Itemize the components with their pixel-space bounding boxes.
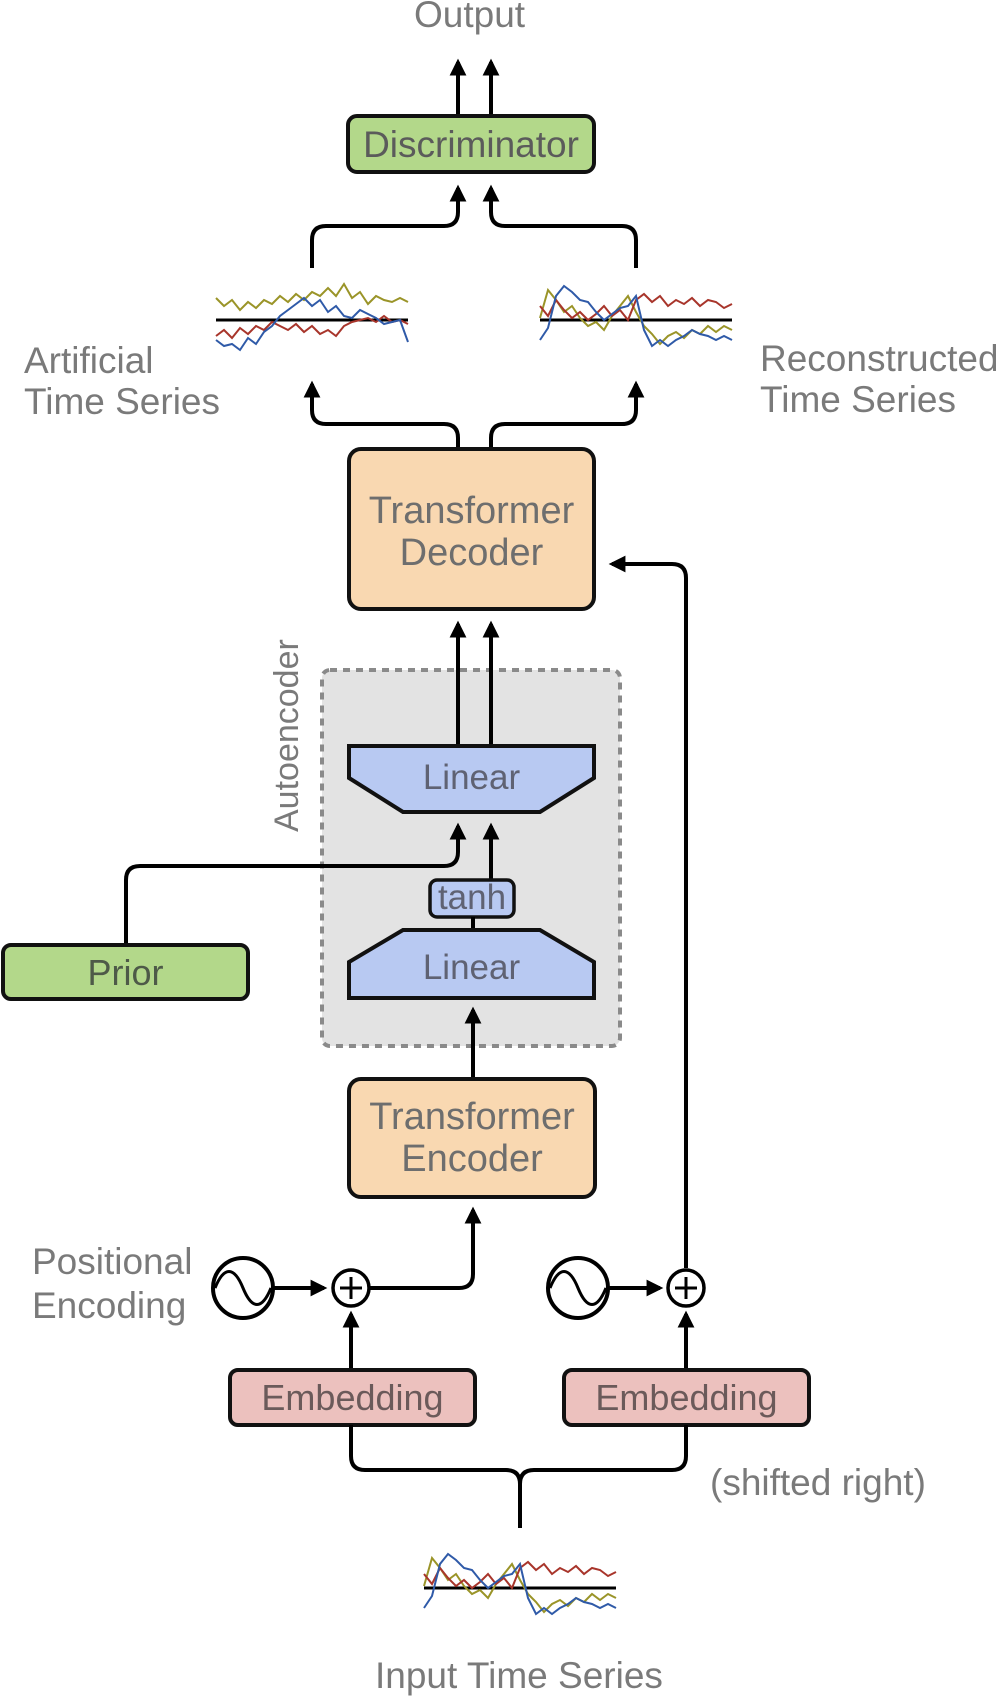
linear-top-box [347,744,596,814]
transformer-encoder-label: Transformer Encoder [369,1096,575,1180]
prior-to-linear-arrow [124,822,467,945]
sum-icon-right [666,1268,706,1308]
prior-box [1,943,250,1001]
reconstructed-time-series-plot [539,284,733,348]
decoder-to-artificial-arrow [303,380,460,448]
transformer-decoder-label: Transformer Decoder [368,490,575,574]
reconstructed-to-discriminator-arrow [482,184,638,268]
artificial-time-series-plot [215,282,409,352]
transformer-decoder-box [347,447,596,611]
positional-encoding-icon-right [546,1256,610,1320]
positional-encoding-label: Positional Encoding [32,1241,193,1326]
linear-bottom-label: Linear [422,948,521,987]
linear-bottom-box [347,928,596,1000]
embedding-right-label: Embedding [595,1377,778,1418]
decoder-to-reconstructed-arrow [489,380,645,448]
embedding-left-label: Embedding [261,1377,444,1418]
linear-top-label: Linear [422,758,521,797]
positional-encoding-icon-left [211,1256,275,1320]
artificial-to-discriminator-arrow [310,184,467,268]
sum-to-encoder-arrow [368,1206,482,1290]
sum-to-decoder-arrow [608,555,688,1268]
reconstructed-time-series-label: Reconstructed Time Series [760,338,996,420]
autoencoder-label: Autoencoder [268,639,306,832]
artificial-time-series-label: Artificial Time Series [24,340,221,422]
tanh-label: tanh [437,878,507,917]
output-label: Output [414,0,526,35]
discriminator-box [346,114,596,174]
shifted-right-label: (shifted right) [710,1462,926,1503]
input-time-series-plot [423,1552,617,1616]
discriminator-label: Discriminator [363,124,579,165]
transformer-encoder-box [347,1077,597,1199]
input-time-series-label: Input Time Series [375,1655,663,1696]
sum-icon-left [331,1268,371,1308]
prior-label: Prior [87,952,164,993]
input-split-lines [349,1425,688,1528]
